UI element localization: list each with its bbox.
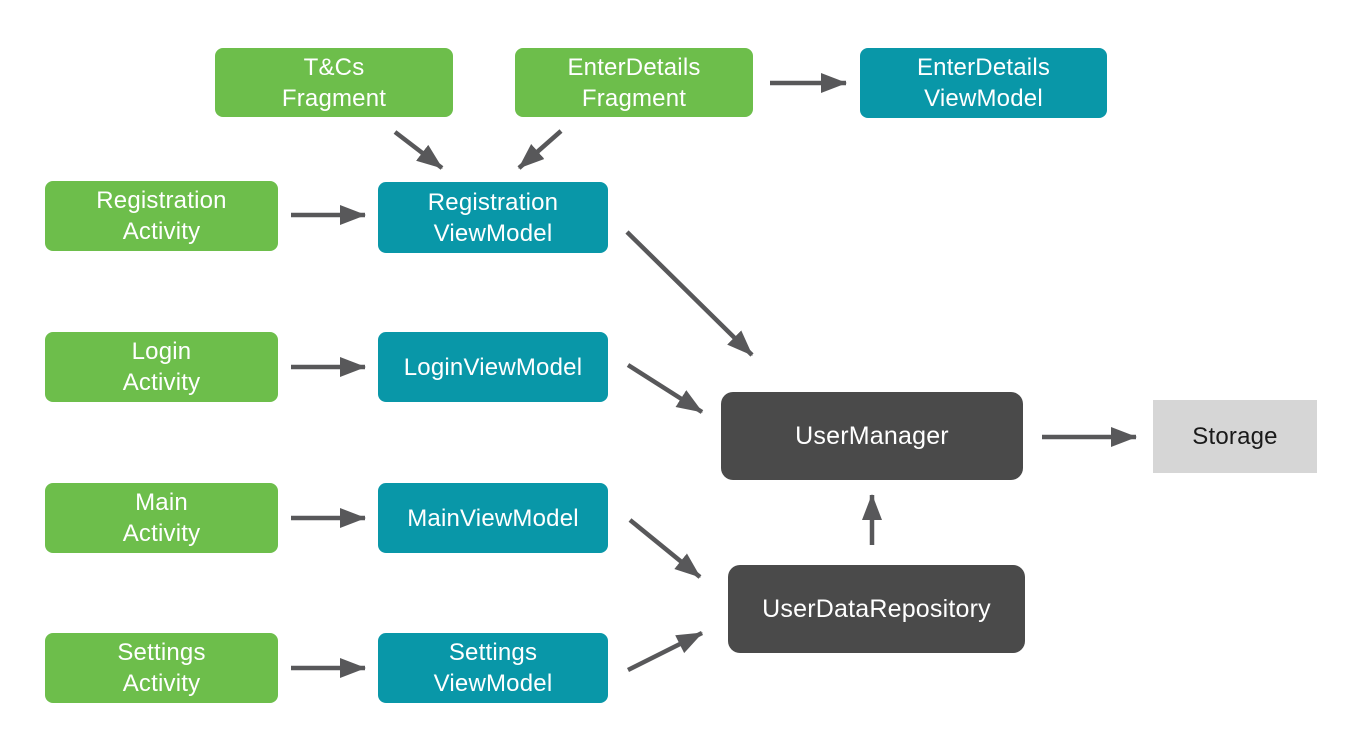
node-enterdetails-fragment-label: EnterDetails [567, 53, 701, 81]
node-tcs-fragment-label: Fragment [281, 84, 387, 112]
node-login-activity-label: Login [131, 338, 192, 365]
edge-enterdetails-fragment-to-registration-viewmodel [517, 129, 563, 170]
node-settings-activity-label: Settings [117, 639, 206, 666]
node-storage: Storage [1153, 400, 1317, 473]
node-registration-viewmodel-label: Registration [427, 188, 559, 216]
node-login-viewmodel: LoginViewModel [378, 332, 608, 402]
edge-registration-viewmodel-to-user-manager [625, 230, 754, 357]
node-enterdetails-viewmodel-label: EnterDetails [916, 54, 1051, 81]
node-registration-activity-label: Activity [122, 218, 201, 245]
edge-main-viewmodel-to-user-data-repository [628, 518, 702, 579]
node-user-data-repository: UserDataRepository [728, 565, 1025, 653]
node-settings-viewmodel-label: Settings [448, 639, 538, 666]
node-main-activity-label: Activity [122, 520, 201, 547]
node-main-activity-label: Main [135, 489, 188, 516]
edge-settings-viewmodel-to-user-data-repository [626, 630, 704, 673]
node-storage-label: Storage [1192, 423, 1278, 450]
edge-login-viewmodel-to-user-manager [626, 363, 704, 414]
node-settings-viewmodel-label: ViewModel [433, 670, 553, 697]
node-login-viewmodel-label: LoginViewModel [403, 353, 583, 381]
node-user-manager-label: UserManager [795, 421, 949, 450]
node-main-viewmodel: MainViewModel [378, 483, 608, 553]
node-tcs-fragment-label: T&Cs [303, 53, 365, 81]
node-main-viewmodel-label: MainViewModel [407, 504, 579, 532]
node-user-data-repository-label: UserDataRepository [762, 594, 991, 623]
node-settings-activity-label: Activity [122, 670, 201, 697]
node-login-activity-label: Activity [122, 369, 201, 396]
edge-tcs-fragment-to-registration-viewmodel [393, 130, 444, 170]
node-registration-activity-label: Registration [96, 187, 227, 214]
node-enterdetails-fragment-label: Fragment [581, 84, 687, 112]
node-user-manager: UserManager [721, 392, 1023, 480]
node-enterdetails-viewmodel-label: ViewModel [924, 85, 1043, 112]
node-registration-viewmodel-label: ViewModel [433, 219, 553, 247]
